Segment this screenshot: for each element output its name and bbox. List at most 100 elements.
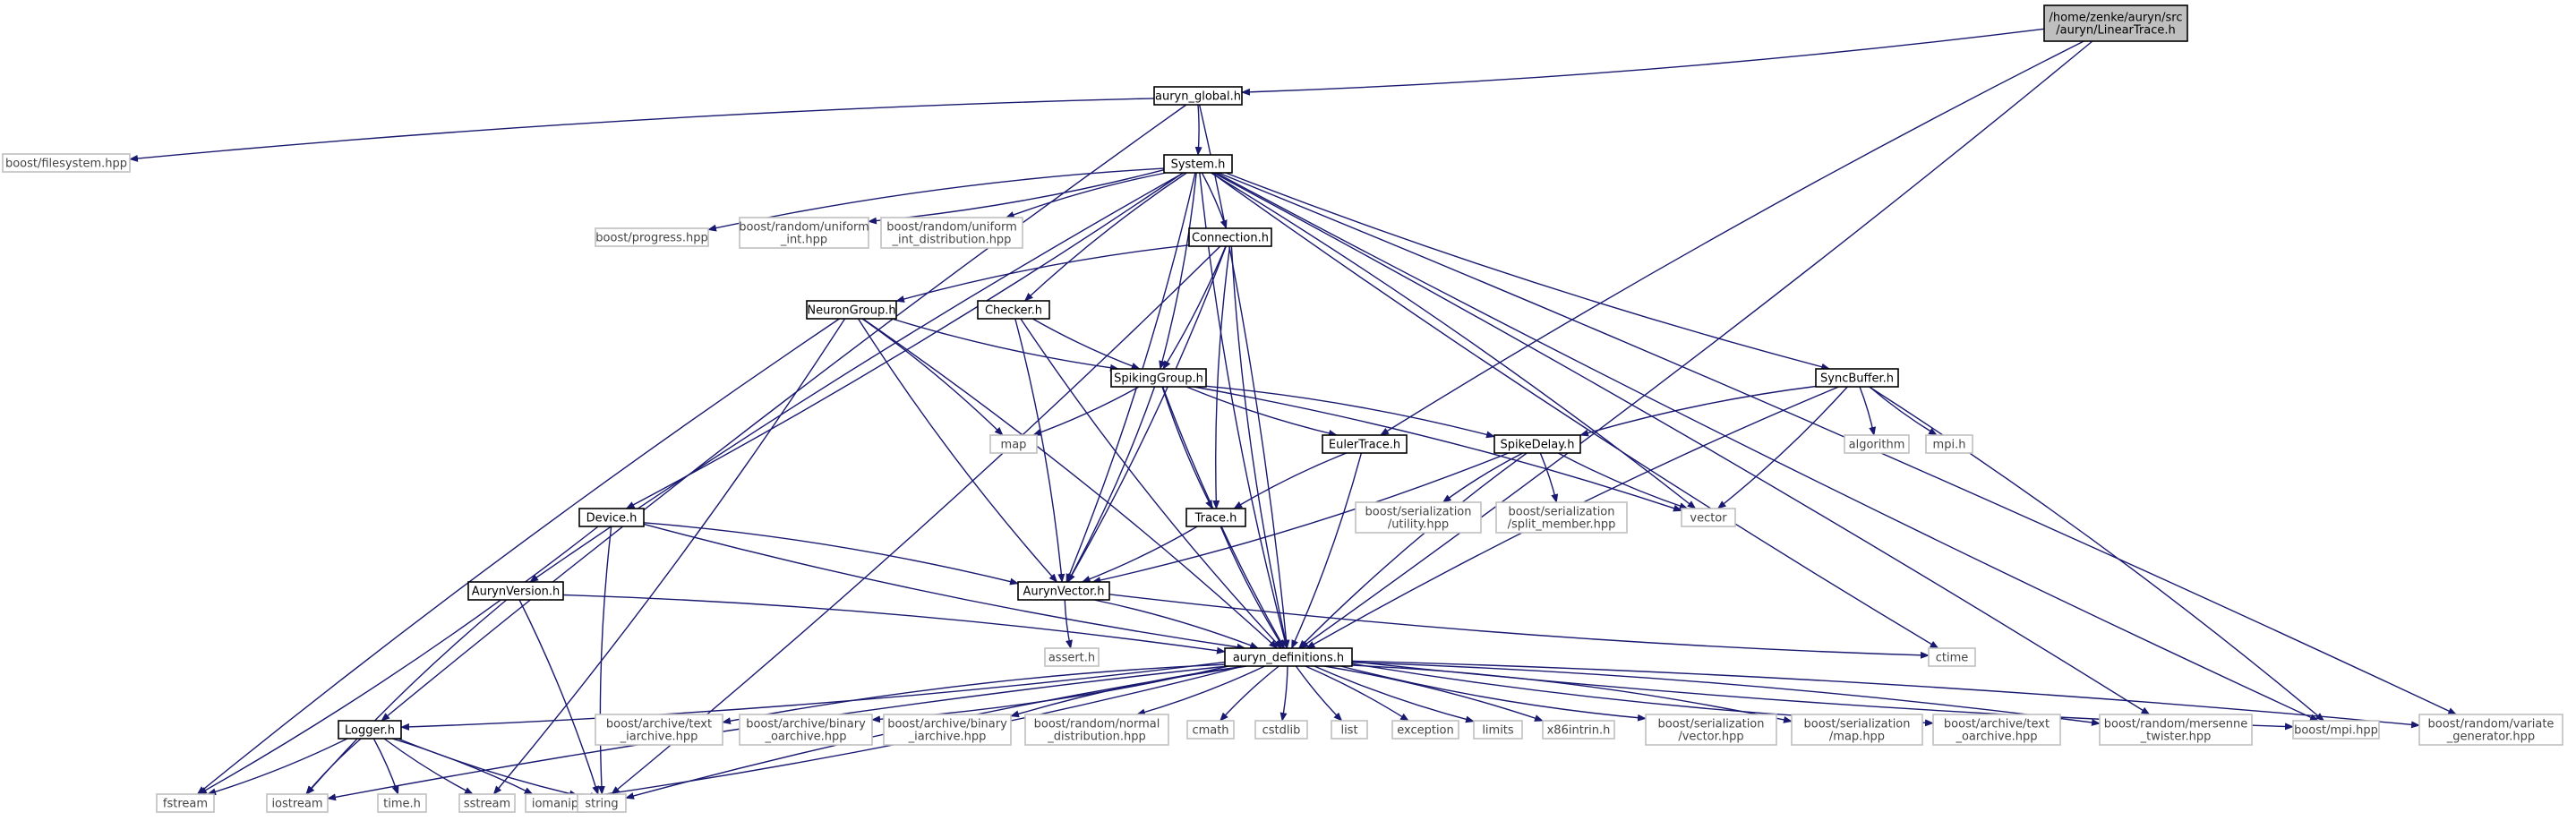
node-label: boost/random/uniform <box>886 221 1017 235</box>
node-auryn-definitions[interactable]: auryn_definitions.h <box>1224 647 1353 667</box>
node-aurynvector[interactable]: AurynVector.h <box>1017 581 1110 601</box>
node-boost-mpi: boost/mpi.hpp <box>2292 720 2380 740</box>
node-label: boost/archive/text <box>1944 718 2050 731</box>
edge-auryn_definitions-to-ser_vector <box>1340 665 1647 722</box>
node-box <box>1044 647 1100 667</box>
edge-auryn_definitions-to-cmath <box>1220 665 1279 722</box>
node-cmath: cmath <box>1186 720 1235 740</box>
edge-neurongroup-to-fstream <box>196 318 840 795</box>
edge-system-to-spikinggroup <box>1159 172 1197 370</box>
node-label: list <box>1340 724 1357 738</box>
node-device[interactable]: Device.h <box>578 508 645 527</box>
node-box <box>266 793 329 813</box>
node-box <box>977 300 1050 320</box>
node-eulertrace[interactable]: EulerTrace.h <box>1322 434 1408 454</box>
node-box <box>1186 720 1235 740</box>
node-auryn-global[interactable]: auryn_global.h <box>1153 86 1243 106</box>
node-box <box>1153 86 1243 106</box>
node-system[interactable]: System.h <box>1163 154 1233 174</box>
node-logger[interactable]: Logger.h <box>338 720 402 740</box>
node-algorithm: algorithm <box>1844 434 1910 454</box>
edge-root-to-auryn_definitions <box>1299 40 2093 649</box>
edge-system-to-ctime <box>1211 172 1939 649</box>
node-label: boost/random/normal <box>1034 718 1160 731</box>
node-label: Checker.h <box>985 304 1042 318</box>
edge-logger-to-time_h <box>372 738 399 795</box>
edge-root-to-eulertrace <box>1380 40 2084 436</box>
edge-auryn_definitions-to-exception <box>1305 665 1409 722</box>
edge-logger-to-iostream <box>305 738 362 795</box>
node-box <box>1681 508 1736 527</box>
node-label: _distribution.hpp <box>1047 731 1145 744</box>
node-box <box>1322 434 1408 454</box>
edge-neurongroup-to-spikinggroup <box>891 318 1119 372</box>
edge-device-to-aurynvector <box>643 522 1019 586</box>
edge-system-to-mersenne <box>1212 172 2151 715</box>
node-label: exception <box>1397 724 1454 738</box>
node-label: boost/archive/binary <box>746 718 866 731</box>
node-mpi-h: mpi.h <box>1925 434 1973 454</box>
edge-checker-to-aurynvector <box>1014 318 1065 583</box>
node-connection[interactable]: Connection.h <box>1188 227 1272 247</box>
edge-auryn_definitions-to-ser_map <box>1351 664 1793 723</box>
edge-spikinggroup-to-spikedelay <box>1205 385 1495 439</box>
node-map: map <box>989 434 1038 454</box>
node-box <box>458 793 516 813</box>
node-cstdlib: cstdlib <box>1254 720 1308 740</box>
node-box <box>338 720 402 740</box>
node-box <box>1024 714 1169 746</box>
edge-root-to-auryn_global <box>1241 28 2045 96</box>
edge-spikinggroup-to-aurynvector <box>1066 386 1156 583</box>
node-syncbuffer[interactable]: SyncBuffer.h <box>1815 368 1899 388</box>
node-box <box>1163 154 1233 174</box>
node-label: algorithm <box>1849 439 1905 452</box>
node-checker[interactable]: Checker.h <box>977 300 1050 320</box>
node-ser-map: boost/serialization/map.hpp <box>1791 714 1923 746</box>
edge-auryn_definitions-to-limits <box>1314 665 1475 723</box>
edge-connection-to-neurongroup <box>895 244 1190 303</box>
node-vector: vector <box>1681 508 1736 527</box>
edge-connection-to-trace <box>1212 245 1231 509</box>
edge-aurynvector-to-auryn_definitions <box>1093 599 1260 649</box>
node-box <box>880 217 1023 249</box>
node-aurynversion[interactable]: AurynVersion.h <box>467 581 564 601</box>
node-label: _oarchive.hpp <box>764 731 846 744</box>
node-ctime: ctime <box>1928 647 1976 667</box>
node-label: /map.hpp <box>1829 731 1885 744</box>
node-list: list <box>1331 720 1368 740</box>
node-box <box>1542 720 1615 740</box>
edge-auryn_global-to-logger <box>381 104 1187 722</box>
node-box <box>1391 720 1459 740</box>
node-boost-ser-utility: boost/serialization/utility.hpp <box>1355 501 1482 534</box>
edge-device-to-fstream <box>198 526 599 795</box>
node-box <box>989 434 1038 454</box>
edge-syncbuffer-to-boost_mpi <box>1869 386 2325 722</box>
edge-spikedelay-to-boost_ser_utility <box>1442 452 1524 503</box>
node-label: NeuronGroup.h <box>807 304 895 318</box>
node-label: boost/archive/binary <box>887 718 1007 731</box>
edge-auryn_global-to-boost_filesystem <box>129 98 1155 162</box>
edge-spikinggroup-to-trace <box>1161 386 1213 509</box>
node-spikedelay[interactable]: SpikeDelay.h <box>1493 434 1581 454</box>
node-variate-gen: boost/random/variate_generator.hpp <box>2418 714 2563 746</box>
node-label: assert.h <box>1048 652 1095 665</box>
edge-connection-to-aurynvector <box>1067 245 1227 583</box>
node-iomanip: iomanip <box>525 793 586 813</box>
node-box <box>1331 720 1368 740</box>
node-root[interactable]: /home/zenke/auryn/src/auryn/LinearTrace.… <box>2043 4 2188 42</box>
node-box <box>1844 434 1910 454</box>
node-ser-vector: boost/serialization/vector.hpp <box>1645 714 1777 746</box>
node-box <box>595 227 709 247</box>
node-label: boost/random/uniform <box>739 221 869 235</box>
edge-syncbuffer-to-mpi_h <box>1869 386 1938 436</box>
node-box <box>1645 714 1777 746</box>
edge-spikedelay-to-vector <box>1557 452 1689 509</box>
node-label: fstream <box>163 798 208 811</box>
node-binary-iarchive: boost/archive/binary_iarchive.hpp <box>883 714 1012 746</box>
node-spikinggroup[interactable]: SpikingGroup.h <box>1110 368 1207 388</box>
node-neurongroup[interactable]: NeuronGroup.h <box>806 300 897 320</box>
edge-logger-to-string <box>398 738 578 798</box>
node-label: limits <box>1482 724 1514 738</box>
edge-checker-to-spikinggroup <box>1031 318 1141 370</box>
node-trace[interactable]: Trace.h <box>1185 508 1246 527</box>
